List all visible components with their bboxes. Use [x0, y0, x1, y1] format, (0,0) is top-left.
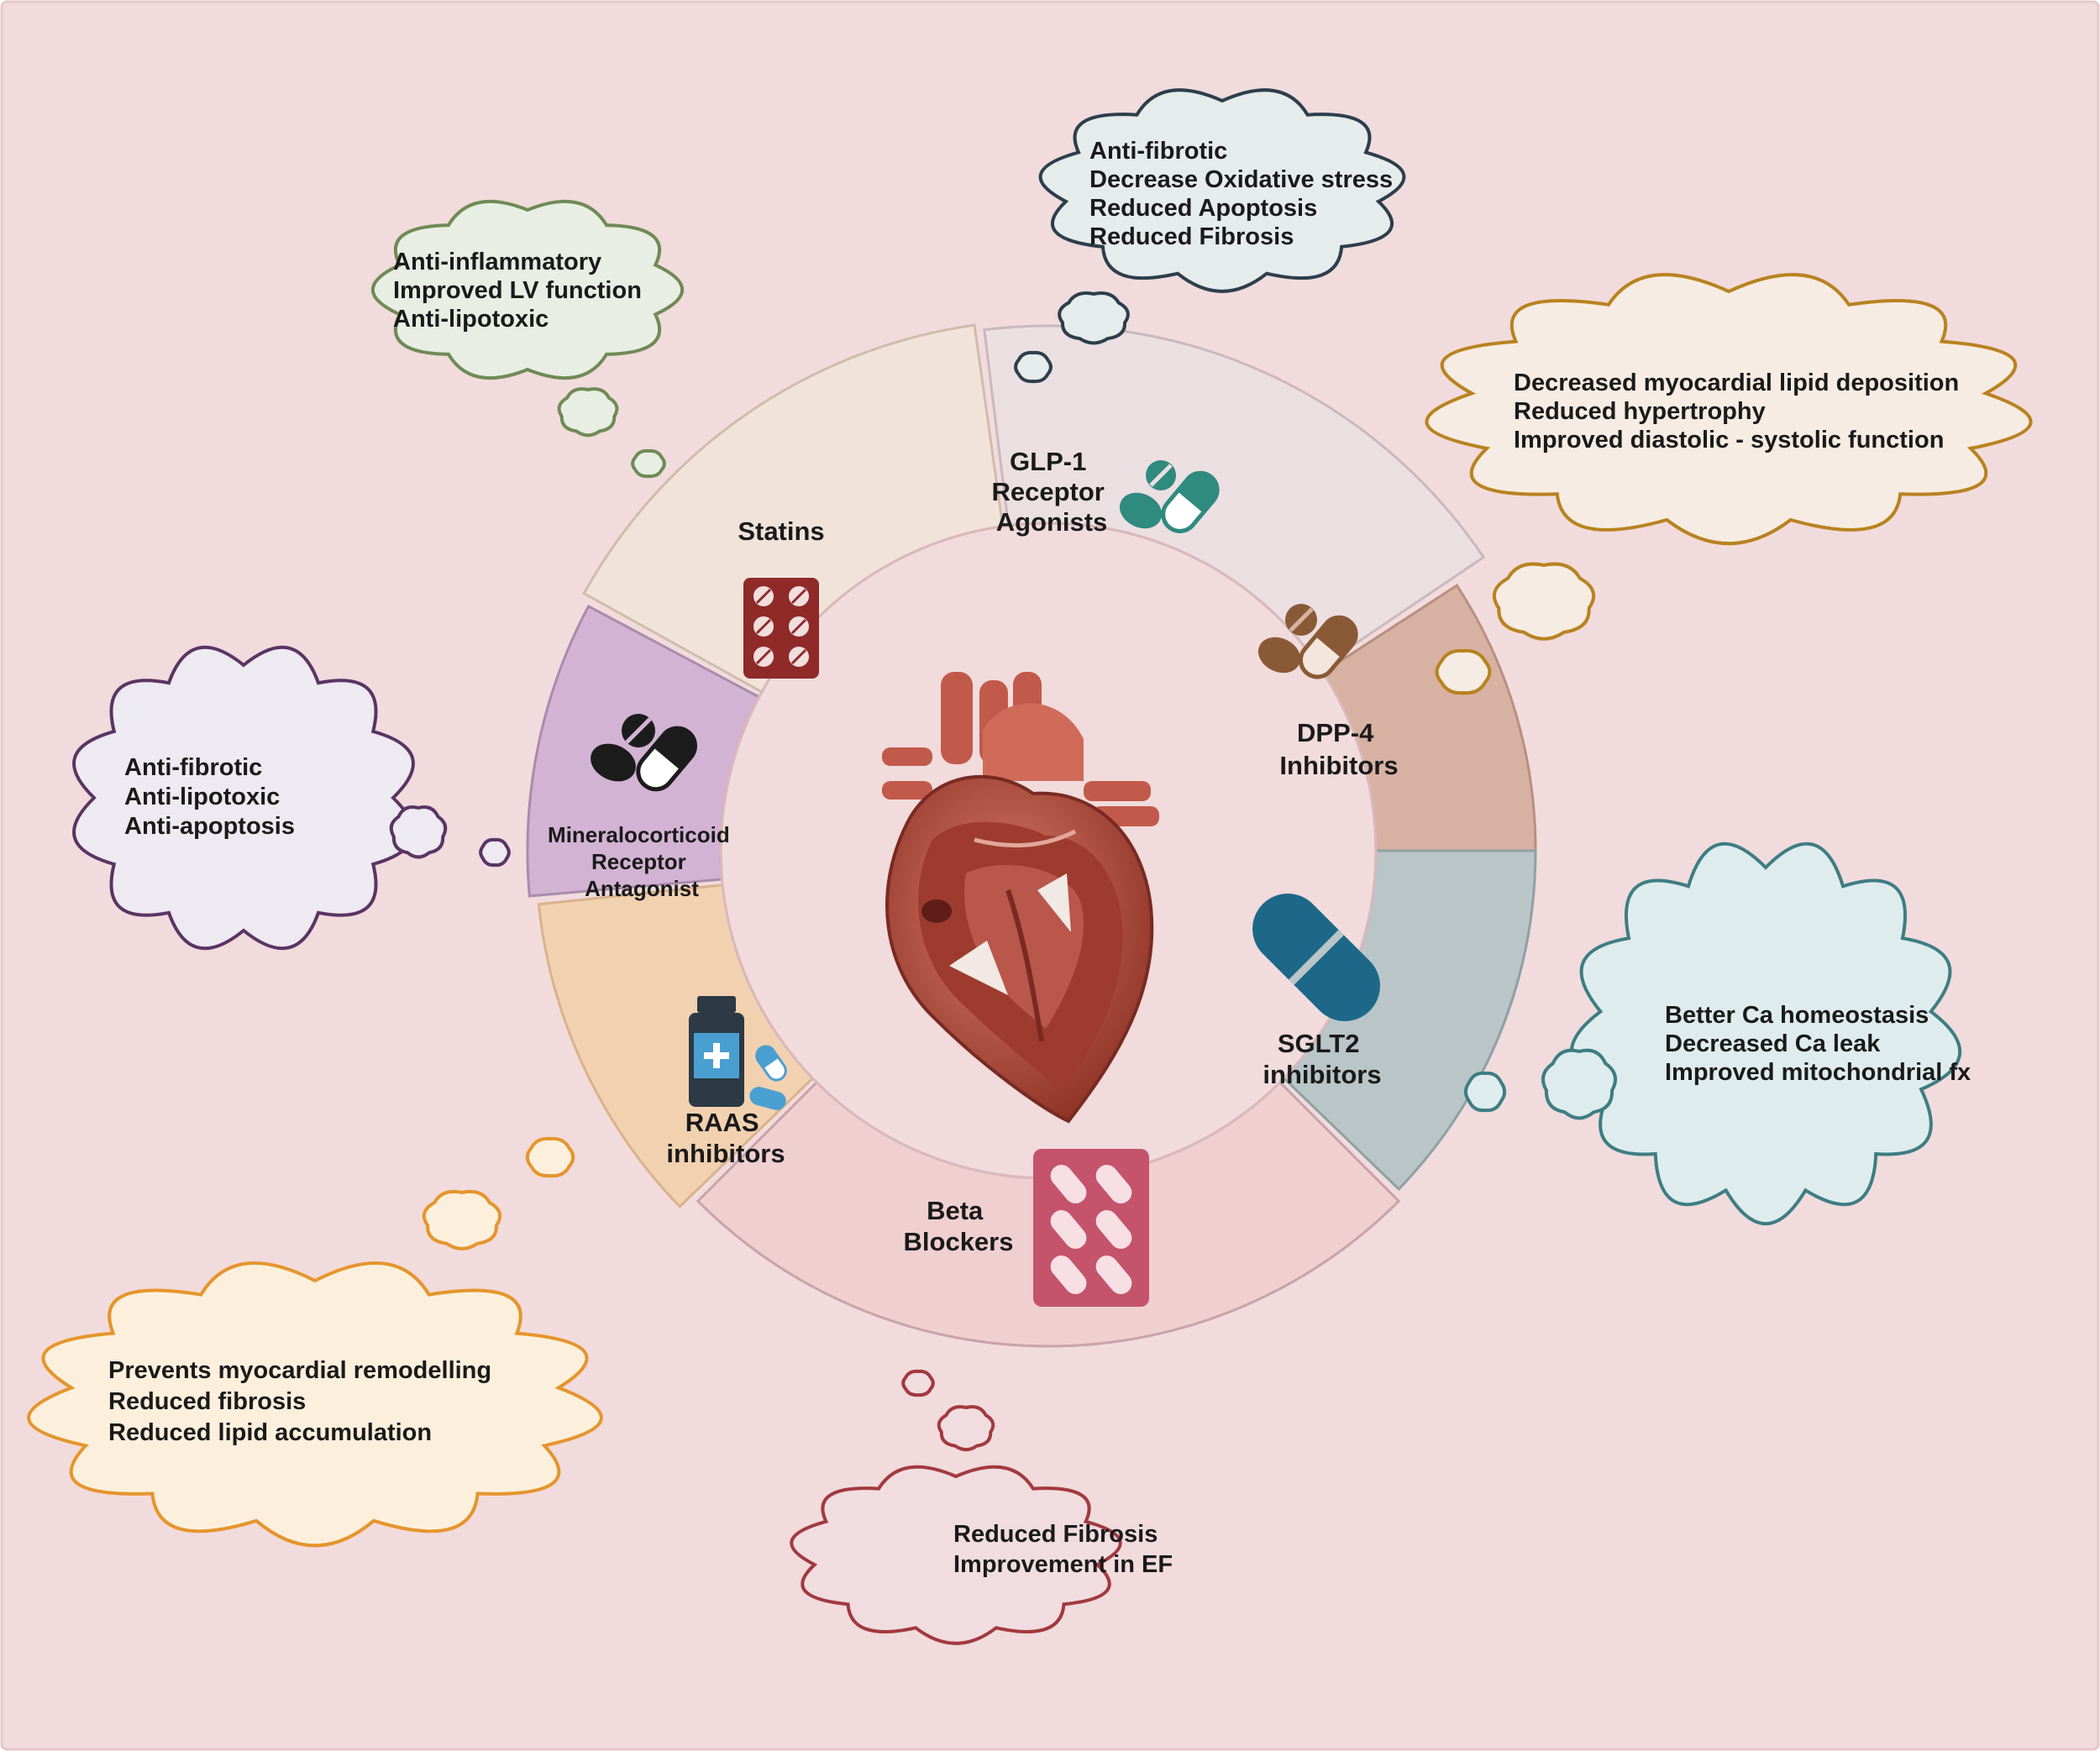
thought-bubble-large: [1492, 562, 1596, 641]
thought-bubble-small: [479, 837, 511, 868]
drug-class-ring: [526, 323, 1537, 1348]
cloud-text: Anti-fibrotic Anti-lipotoxic Anti-apopto…: [124, 754, 295, 840]
cloud-shape: [1569, 841, 1962, 1225]
cloud-shape: [1038, 88, 1406, 293]
thought-bubble-large: [422, 1189, 502, 1250]
blister-pack-icon: [743, 578, 819, 679]
cloud-sglt2[interactable]: Better Ca homeostasis Decreased Ca leak …: [1463, 841, 1971, 1225]
thought-bubble-large: [1058, 291, 1130, 345]
thought-bubble-large: [557, 387, 619, 438]
cloud-text: Better Ca homeostasis Decreased Ca leak …: [1665, 1002, 1971, 1086]
cloud-raas[interactable]: Prevents myocardial remodelling Reduced …: [27, 1136, 603, 1548]
thought-bubble-small: [525, 1136, 575, 1178]
pill-capsule-icon: [1119, 460, 1220, 533]
pill-capsule-icon: [591, 714, 698, 792]
thought-bubble-small: [1463, 1071, 1507, 1113]
pill-capsule-icon: [1257, 604, 1358, 679]
cloud-mra[interactable]: Anti-fibrotic Anti-lipotoxic Anti-apopto…: [72, 645, 511, 951]
label-raas: RAAS inhibitors: [666, 1108, 785, 1168]
cloud-text: Decreased myocardial lipid deposition Re…: [1514, 370, 1966, 453]
thought-bubble-small: [901, 1369, 935, 1397]
thought-bubble-small: [1014, 350, 1053, 384]
label-sglt2: SGLT2 inhibitors: [1263, 1029, 1381, 1089]
cloud-text: Anti-fibrotic Decrease Oxidative stress …: [1089, 138, 1399, 250]
label-dpp4: DPP-4 Inhibitors: [1279, 718, 1398, 780]
cloud-glp1[interactable]: Anti-fibrotic Decrease Oxidative stress …: [1014, 88, 1406, 384]
cloud-statins[interactable]: Anti-inflammatory Improved LV function A…: [371, 199, 684, 479]
label-mra: Mineralocorticoid Receptor Antagonist: [548, 822, 736, 901]
thought-bubble-small: [1435, 648, 1492, 695]
cloud-text: Anti-inflammatory Improved LV function A…: [393, 249, 648, 333]
cloud-text: Prevents myocardial remodelling Reduced …: [108, 1357, 498, 1446]
cloud-shape: [27, 1261, 603, 1548]
label-beta-blockers: Beta Blockers: [904, 1196, 1014, 1256]
cloud-shape: [1425, 273, 2033, 546]
label-glp1: GLP-1 Receptor Agonists: [992, 447, 1112, 537]
cloud-text: Reduced Fibrosis Improvement in EF: [953, 1521, 1173, 1578]
capsule-icon: [1252, 894, 1380, 1021]
cloud-dpp4[interactable]: Decreased myocardial lipid deposition Re…: [1425, 273, 2033, 695]
label-statins: Statins: [738, 516, 824, 546]
heart-anatomy-icon: [882, 672, 1159, 1124]
cloud-beta-blockers[interactable]: Reduced Fibrosis Improvement in EF: [790, 1369, 1173, 1645]
medicine-bottle-icon: [689, 996, 787, 1110]
thought-bubble-large: [389, 805, 448, 859]
cloud-shape: [790, 1465, 1122, 1645]
capsule-blister-pack-icon: [1033, 1149, 1149, 1307]
thought-bubble-large: [1541, 1048, 1618, 1120]
cloud-shape: [72, 645, 415, 951]
cloud-shape: [371, 199, 684, 380]
thought-bubble-small: [631, 448, 666, 479]
thought-bubble-large: [937, 1405, 995, 1452]
